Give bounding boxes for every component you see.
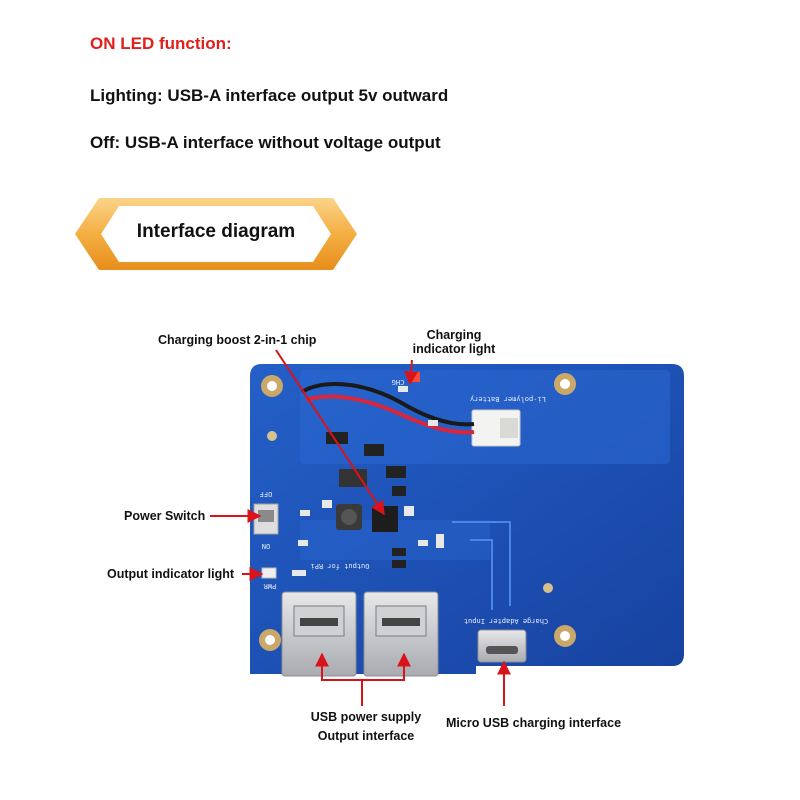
label-micro-usb: Micro USB charging interface: [446, 716, 622, 730]
mounting-hole: [259, 629, 281, 651]
interface-diagram-banner: [75, 198, 357, 270]
lighting-description: Lighting: USB-A interface output 5v outw…: [90, 86, 449, 105]
silk-output-rpi: Output for RPi: [310, 562, 369, 570]
off-description: Off: USB-A interface without voltage out…: [90, 133, 441, 152]
mounting-hole: [554, 373, 576, 395]
mounting-holes: [259, 373, 576, 651]
micro-usb-port: [477, 629, 527, 663]
silk-chg: CHG: [392, 378, 405, 386]
label-usb-supply-line2: Output interface: [317, 729, 415, 743]
silk-pwr: PWR: [263, 582, 276, 590]
led-function-title: ON LED function:: [90, 34, 232, 53]
label-power-switch: Power Switch: [124, 509, 206, 523]
board-diagram: Li-polymer Battery CHG Output for RPi Ch…: [210, 349, 684, 706]
usb-a-port-right: [363, 591, 439, 677]
banner-label: Interface diagram: [136, 221, 296, 242]
label-charging-light-line1: Charging: [426, 328, 482, 342]
silk-battery: Li-polymer Battery: [470, 395, 546, 403]
label-usb-supply-line1: USB power supply: [310, 710, 422, 724]
silk-charge-input: Charge Adapter Input: [464, 617, 548, 625]
label-charging-light-line2: indicator light: [412, 342, 496, 356]
silk-off: OFF: [260, 490, 273, 498]
label-charging-light: Charging indicator light: [412, 328, 496, 356]
label-usb-supply: USB power supply Output interface: [304, 710, 428, 743]
battery-connector: [300, 382, 521, 447]
usb-a-port-left: [281, 591, 357, 677]
silkscreen: Li-polymer Battery CHG Output for RPi Ch…: [260, 378, 548, 625]
silk-on: ON: [262, 542, 270, 550]
label-chip: Charging boost 2-in-1 chip: [158, 333, 317, 347]
power-switch: [253, 503, 279, 535]
arrow-charging-light: [404, 359, 419, 386]
mounting-hole: [261, 375, 283, 397]
callout-arrows: [210, 349, 511, 706]
arrow-chip: [275, 349, 385, 516]
output-led: [261, 567, 277, 579]
label-output-light: Output indicator light: [107, 567, 235, 581]
mounting-hole: [554, 625, 576, 647]
